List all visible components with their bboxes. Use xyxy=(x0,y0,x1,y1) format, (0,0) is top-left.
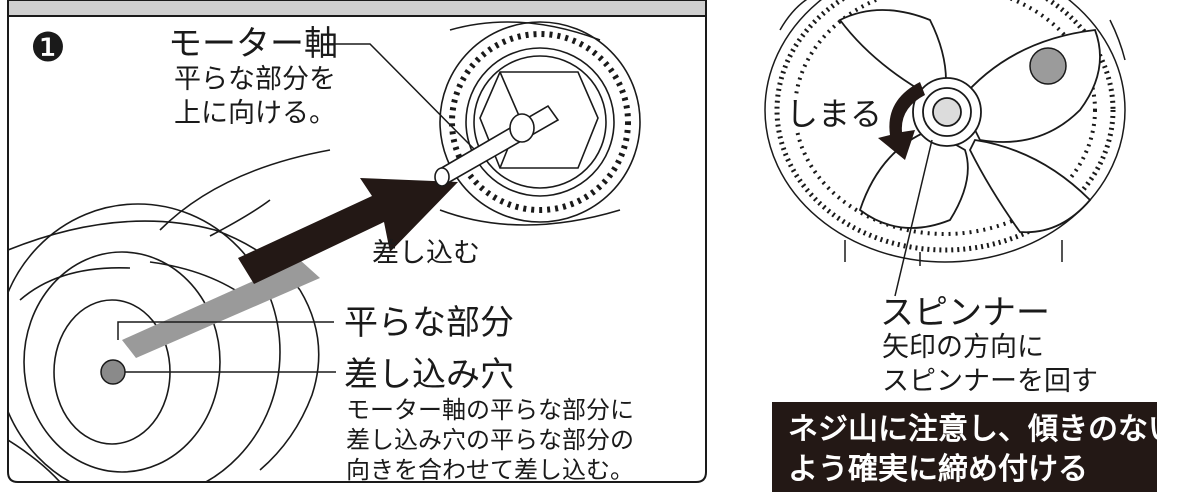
insert-arrow-body xyxy=(238,178,458,284)
insert-label: 差し込む xyxy=(372,238,480,269)
warning-line-2: よう確実に締め付ける xyxy=(788,452,1088,487)
rotation-arrow xyxy=(878,82,925,160)
left-panel-frame xyxy=(7,0,707,483)
spinner-nut xyxy=(912,77,982,147)
fan-guard xyxy=(764,0,1126,266)
insert-hole-note-line-2: 差し込み穴の平らな部分の xyxy=(346,426,634,454)
insert-hole-note-line-3: 向きを合わせて差し込む。 xyxy=(346,456,634,484)
insert-hole-label: 差し込み穴 xyxy=(344,355,514,395)
warning-line-1: ネジ山に注意し、傾きのない xyxy=(788,412,1178,447)
fan-blades xyxy=(838,9,1101,234)
fan-blade-outline xyxy=(8,149,331,482)
insert-hole xyxy=(100,359,126,385)
motor-housing xyxy=(439,21,641,226)
blade-dot xyxy=(1029,47,1067,85)
flat-part-label: 平らな部分 xyxy=(344,303,514,343)
tightening-warning-box: ネジ山に注意し、傾きのない よう確実に締め付ける xyxy=(772,402,1178,492)
insert-hole-note-line-1: モーター軸の平らな部分に xyxy=(346,396,634,424)
insert-arrow-tail xyxy=(122,260,320,358)
tighten-label: しまる xyxy=(782,98,887,130)
spinner-label: スピンナー xyxy=(880,293,1050,333)
spinner-note-line-2: スピンナーを回す xyxy=(882,366,1098,397)
leader-line-spinner xyxy=(894,139,933,297)
motor-shaft xyxy=(434,104,560,187)
motor-shaft-label: モーター軸 xyxy=(168,24,338,64)
motor-shaft-note-line-2: 上に向ける。 xyxy=(174,98,336,129)
step-number: ❶ xyxy=(30,25,66,71)
motor-shaft-note-line-1: 平らな部分を xyxy=(174,64,336,95)
spinner-note-line-1: 矢印の方向に xyxy=(882,332,1044,363)
